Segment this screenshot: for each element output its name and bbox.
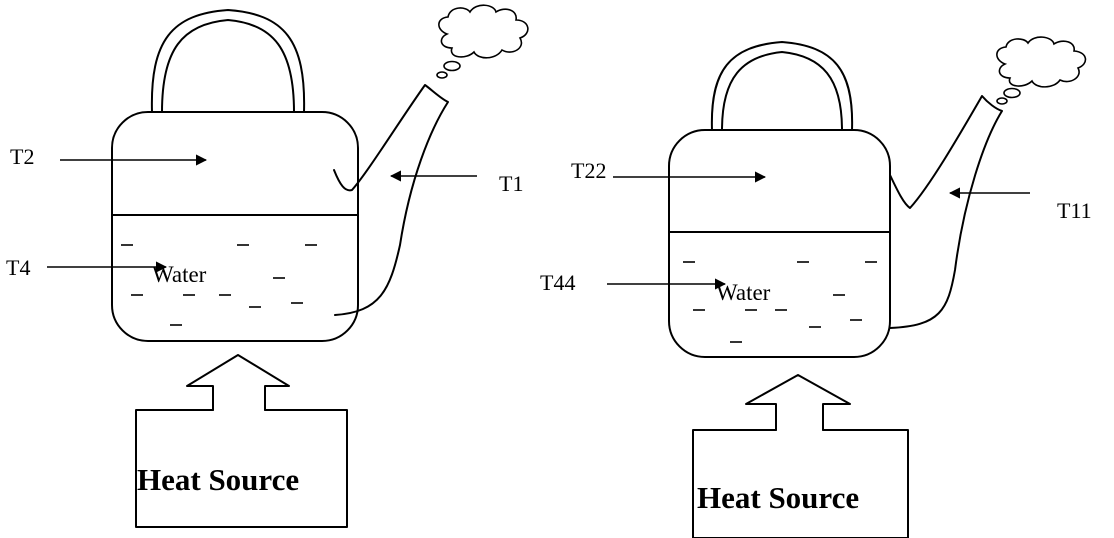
water-label: Water xyxy=(152,262,207,287)
water-label: Water xyxy=(716,280,771,305)
label-top: T22 xyxy=(571,158,606,183)
kettle-body xyxy=(669,130,890,357)
kettle-body xyxy=(112,112,358,341)
heat-arrow-up xyxy=(187,355,289,410)
water-dashes xyxy=(683,262,877,342)
heat-arrow-up xyxy=(746,375,850,430)
kettle-left: T2 T1 T4 Water Heat Source xyxy=(6,5,528,527)
heat-source-label: Heat Source xyxy=(697,480,859,515)
kettle-handle xyxy=(712,42,852,130)
kettle-spout xyxy=(890,96,1002,328)
kettle-spout xyxy=(334,85,448,315)
kettle-right: T22 T11 T44 Water Heat Source xyxy=(540,37,1092,538)
label-water: T4 xyxy=(6,255,30,280)
kettle-handle xyxy=(152,10,304,112)
steam-cloud-icon xyxy=(437,5,528,78)
label-spout: T11 xyxy=(1057,198,1092,223)
heat-source-label: Heat Source xyxy=(137,462,299,497)
label-top: T2 xyxy=(10,144,34,169)
steam-cloud-icon xyxy=(997,37,1086,104)
water-dashes xyxy=(121,245,317,325)
label-water: T44 xyxy=(540,270,575,295)
label-spout: T1 xyxy=(499,171,523,196)
